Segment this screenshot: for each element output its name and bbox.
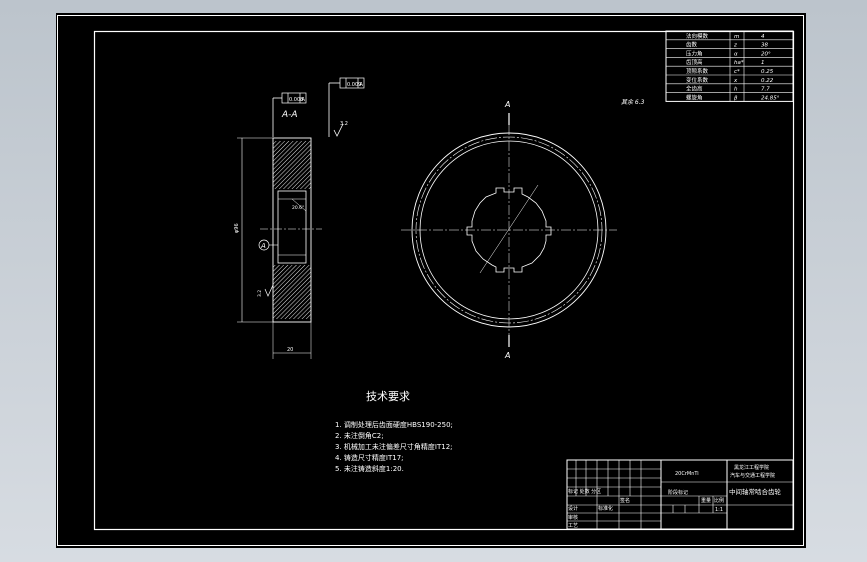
roughness-symbol-side xyxy=(264,284,274,297)
drawing-svg: A-A 0.008 A xyxy=(57,15,804,546)
tolerance-frame-1[interactable]: 0.008 A xyxy=(281,92,307,104)
tech-requirements-title: 技术要求 xyxy=(366,390,410,403)
school-subtitle: 汽车与交通工程学院 xyxy=(730,472,775,479)
param-name: 压力角 xyxy=(686,49,703,57)
param-value: 7.7 xyxy=(761,87,770,93)
param-symbol: β xyxy=(734,95,738,101)
param-symbol: m xyxy=(734,34,739,40)
section-mark-bottom: A xyxy=(504,351,510,360)
gear-section-outline xyxy=(272,137,312,323)
row-marks-header: 标记 处数 分区 xyxy=(568,488,601,495)
datum-circle-label: A xyxy=(260,242,266,250)
param-name: 全齿高 xyxy=(686,85,703,93)
param-symbol: ha* xyxy=(734,60,744,66)
drawing-border xyxy=(93,30,795,531)
school-name: 黑龙江工程学院 xyxy=(734,464,769,471)
tip-circle xyxy=(411,132,607,328)
tolerance-frame-2[interactable]: 0.009 A xyxy=(339,77,365,89)
root-circle xyxy=(419,140,599,320)
review-label: 审核 xyxy=(568,514,578,521)
tolerance-value-2: 0.009 xyxy=(347,82,361,88)
param-name: 法向模数 xyxy=(686,32,709,40)
param-symbol: z xyxy=(733,43,737,49)
design-label: 设计 xyxy=(568,505,578,512)
pitch-circle xyxy=(415,136,603,324)
bore-leader xyxy=(479,184,539,274)
hatch-upper xyxy=(273,141,311,189)
part-name: 中间轴常啮合齿轮 xyxy=(729,487,782,496)
spline-bore xyxy=(466,187,552,273)
tech-requirement-3: 3. 机械加工未注偏差尺寸角精度IT12; xyxy=(335,442,453,451)
param-value: 38 xyxy=(761,43,768,49)
param-name: 齿顶高 xyxy=(686,58,703,66)
section-label: A-A xyxy=(281,110,298,120)
param-value: 20° xyxy=(761,51,771,57)
front-view: A A 其余 6.3 xyxy=(401,98,645,360)
gear-parameter-table: 法向模数 m 4 齿数 z 38 压力角 α 20° 齿顶高 ha* 1 顶隙系数 c* 0.25 变位系数 x… xyxy=(665,30,794,102)
param-value: 0.22 xyxy=(761,78,774,84)
param-name: 顶隙系数 xyxy=(686,67,709,75)
scale-value: 1:1 xyxy=(715,507,723,513)
weight-header: 重量 xyxy=(701,497,711,504)
title-block xyxy=(566,459,794,530)
drawing-canvas[interactable]: A-A 0.008 A xyxy=(56,13,806,548)
param-symbol: c* xyxy=(734,69,740,75)
roughness-symbol-top xyxy=(333,123,344,137)
tech-requirement-4: 4. 铸造尺寸精度IT17; xyxy=(335,453,404,462)
hatch-lower xyxy=(273,265,311,319)
title-block-text: 20CrMnTi 黑龙江工程学院 汽车与交通工程学院 中间轴常啮合齿轮 标记 处… xyxy=(568,464,782,529)
tech-requirement-5: 5. 未注铸造斜度1:20. xyxy=(335,464,404,473)
sheet-frame xyxy=(57,15,804,546)
angle-mark: 20.6° xyxy=(292,205,304,211)
technical-requirements: 技术要求 1. 调制处理后齿面硬度HBS190-250; 2. 未注倒角C2; … xyxy=(335,390,453,473)
section-view: A-A 0.008 A xyxy=(234,77,365,359)
param-value: 24.85° xyxy=(761,95,780,101)
param-symbol: α xyxy=(734,51,738,57)
param-symbol: h xyxy=(734,87,738,93)
tolerance-datum-1: A xyxy=(302,97,306,103)
param-value: 4 xyxy=(761,34,765,40)
stage-mark-header: 阶段标记 xyxy=(668,489,688,496)
remainder-roughness: 其余 6.3 xyxy=(621,98,645,106)
scale-header: 比例 xyxy=(714,497,724,504)
width-dimension: 20 xyxy=(287,347,293,353)
tech-requirement-2: 2. 未注倒角C2; xyxy=(335,431,384,440)
param-value: 0.25 xyxy=(761,69,774,75)
bore-region xyxy=(277,190,307,264)
param-name: 变位系数 xyxy=(686,76,709,84)
material-label: 20CrMnTi xyxy=(675,471,699,477)
param-symbol: x xyxy=(733,78,738,84)
section-mark-top: A xyxy=(504,100,510,109)
tolerance-value-1: 0.008 xyxy=(289,97,303,103)
tech-requirement-1: 1. 调制处理后齿面硬度HBS190-250; xyxy=(335,420,453,429)
param-name: 齿数 xyxy=(686,41,698,49)
process-label: 工艺 xyxy=(568,523,578,529)
param-value: 1 xyxy=(761,60,765,66)
param-name: 螺旋角 xyxy=(686,93,703,101)
diameter-dimension: φ96 xyxy=(234,223,240,233)
tolerance-datum-2: A xyxy=(360,82,364,88)
standardization-label: 标准化 xyxy=(598,505,613,512)
roughness-side-value: 3.2 xyxy=(257,290,263,297)
roughness-top-value: 3.2 xyxy=(340,121,348,127)
signature-header: 签名 xyxy=(620,497,630,504)
